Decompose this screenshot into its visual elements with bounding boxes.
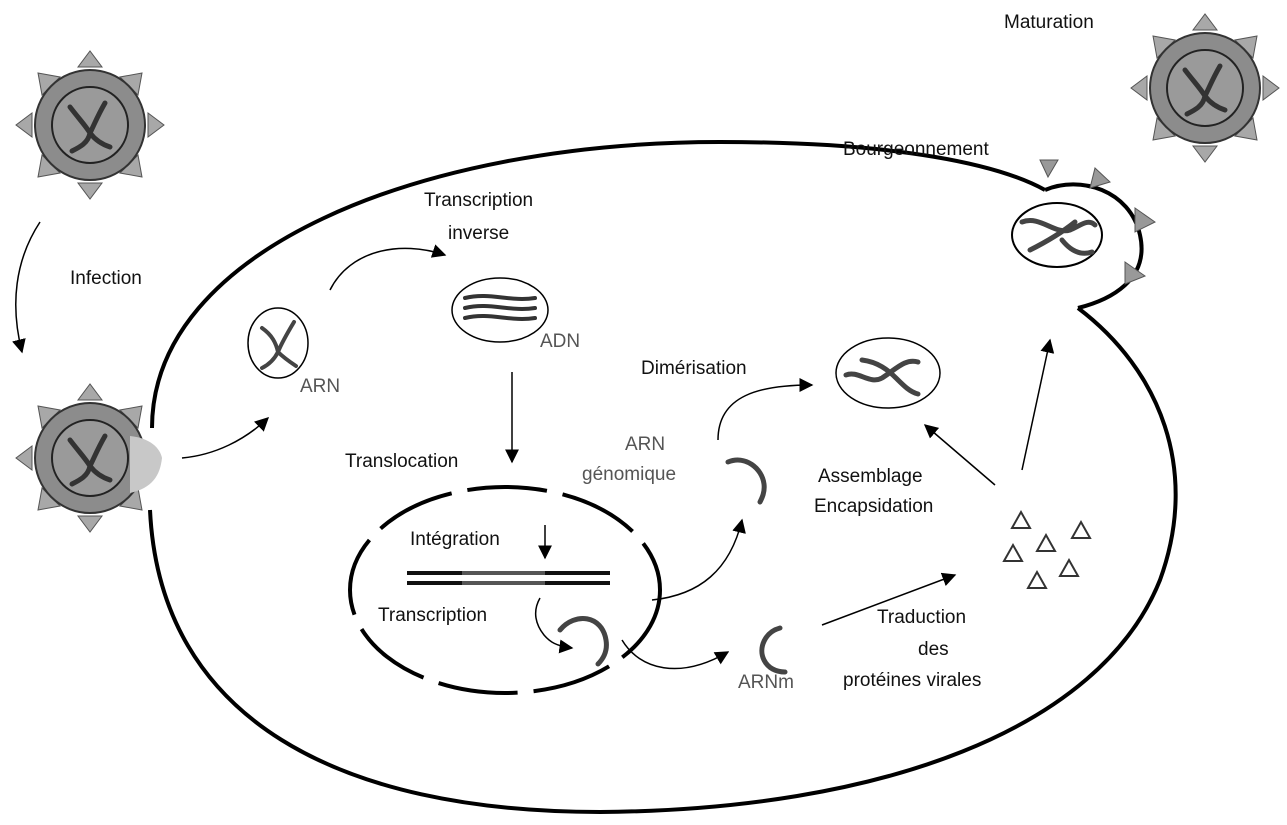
label-transcription-inverse-1: Transcription (424, 190, 533, 211)
budding-arrow (1021, 338, 1055, 471)
dimer-capsule (835, 337, 941, 409)
arn-capsule (247, 307, 309, 379)
viral-proteins (1002, 509, 1092, 589)
budding-bulge (1044, 182, 1144, 310)
arn-strands (260, 320, 298, 370)
dimerisation-arrow (717, 378, 814, 441)
label-bourgeonnement: Bourgeonnement (843, 139, 989, 160)
label-traduction-2: des (918, 639, 949, 660)
label-traduction-3: protéines virales (843, 670, 981, 691)
budding-spikes (1039, 159, 1156, 285)
label-arnm: ARNm (738, 672, 794, 693)
label-encapsidation: Encapsidation (814, 496, 933, 517)
budding-rna-strands (1019, 218, 1098, 256)
budding-capsid (1011, 202, 1103, 268)
export-arrow-mrna (621, 639, 730, 670)
transcription-arrow (534, 597, 574, 654)
arnm-rna (759, 625, 788, 675)
infection-arrow (12, 221, 41, 354)
assembly-arrow (923, 424, 996, 486)
label-transcription-inverse-2: inverse (448, 223, 509, 244)
translation-arrow (821, 572, 957, 626)
entry-arrow (181, 417, 270, 459)
nucleus (348, 485, 662, 695)
label-infection: Infection (70, 268, 142, 289)
host-dna (407, 571, 610, 585)
adn-capsule (451, 277, 549, 343)
dimer-strands (843, 357, 921, 397)
virion-fusing (15, 383, 162, 533)
label-integration: Intégration (410, 529, 500, 550)
nuclear-rna (557, 616, 609, 667)
label-assemblage: Assemblage (818, 466, 923, 487)
adn-strands (463, 294, 537, 321)
label-transcription: Transcription (378, 605, 487, 626)
virion-infecting (15, 50, 165, 200)
label-arn: ARN (300, 376, 340, 397)
label-translocation: Translocation (345, 451, 458, 472)
label-dimerisation: Dimérisation (641, 358, 747, 379)
label-arn-genomique-2: génomique (582, 464, 676, 485)
cell-membrane (148, 139, 1178, 815)
genomic-rna (725, 457, 767, 505)
virion-mature (1130, 13, 1280, 163)
rt-arrow (329, 244, 447, 291)
export-arrow-genomic (651, 518, 746, 601)
label-adn: ADN (540, 331, 580, 352)
label-maturation: Maturation (1004, 12, 1094, 33)
label-traduction-1: Traduction (877, 607, 966, 628)
label-arn-genomique-1: ARN (625, 434, 665, 455)
